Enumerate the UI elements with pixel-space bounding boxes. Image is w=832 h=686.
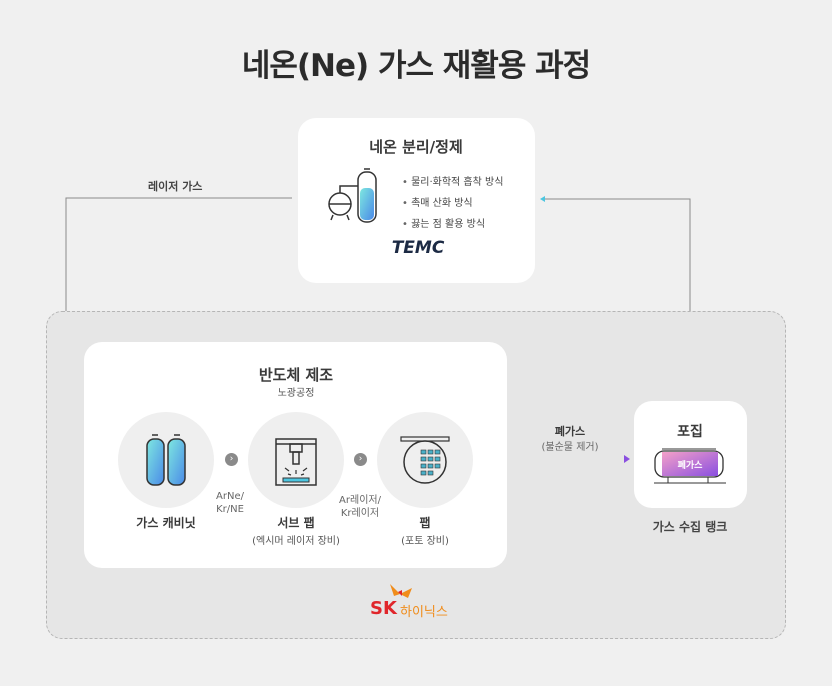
waste-gas-label: 폐가스: [554, 425, 586, 438]
step-label: 서브 팹: [277, 516, 315, 530]
arrow-head: [540, 196, 545, 202]
collection-card: 포집 폐가스: [634, 401, 747, 508]
page-title: 네온(Ne) 가스 재활용 과정: [241, 48, 591, 84]
temc-logo: TEMC: [391, 238, 445, 258]
chevron-right-icon: ›: [354, 453, 367, 466]
method-item: 끓는 점 활용 방식: [402, 215, 503, 230]
separator-tank-icon: [328, 168, 377, 223]
fab-subtitle: 노광공정: [277, 388, 315, 399]
tank-label: 폐가스: [677, 461, 703, 471]
collection-caption: 가스 수집 탱크: [652, 520, 728, 534]
collection-title: 포집: [677, 424, 703, 440]
excimer-laser-icon: [275, 438, 317, 486]
fab-circle: [377, 412, 473, 508]
waste-gas-arrow: [516, 455, 630, 463]
step-label: 팹: [419, 516, 431, 530]
purification-card: 네온 분리/정제 물리·화학적 흡착 방식 촉매 산화 방식 끓는 점 활용 방…: [298, 118, 535, 283]
gas-cylinders-icon: [146, 434, 186, 486]
sk-hynix-logo: SK 하이닉스: [370, 582, 460, 622]
hynix-text: 하이닉스: [400, 605, 448, 620]
step-sub: (엑시머 레이저 장비): [252, 536, 340, 547]
sk-text: SK: [370, 598, 397, 619]
flow-label-2b: Kr레이저: [340, 508, 380, 519]
flow-label-2a: Ar레이저/: [339, 495, 381, 506]
method-list: 물리·화학적 흡착 방식 촉매 산화 방식 끓는 점 활용 방식: [402, 173, 503, 236]
gas-tank-icon: [654, 448, 726, 484]
method-item: 촉매 산화 방식: [402, 194, 503, 209]
laser-gas-label: 레이저 가스: [148, 180, 203, 193]
sk-butterfly-icon: [390, 584, 412, 598]
flow-label-1a: ArNe/: [216, 491, 244, 502]
step-label: 가스 캐비닛: [136, 516, 196, 530]
wafer-icon: [400, 436, 450, 484]
step-sub: (포토 장비): [401, 536, 449, 547]
sub-fab-circle: [248, 412, 344, 508]
method-item: 물리·화학적 흡착 방식: [402, 173, 503, 188]
chevron-right-icon: ›: [225, 453, 238, 466]
gas-cabinet-circle: [118, 412, 214, 508]
fab-title: 반도체 제조: [258, 366, 334, 384]
waste-gas-sub: (불순물 제거): [541, 442, 599, 453]
flow-label-1b: Kr/NE: [216, 504, 244, 515]
purification-title: 네온 분리/정제: [369, 138, 463, 156]
